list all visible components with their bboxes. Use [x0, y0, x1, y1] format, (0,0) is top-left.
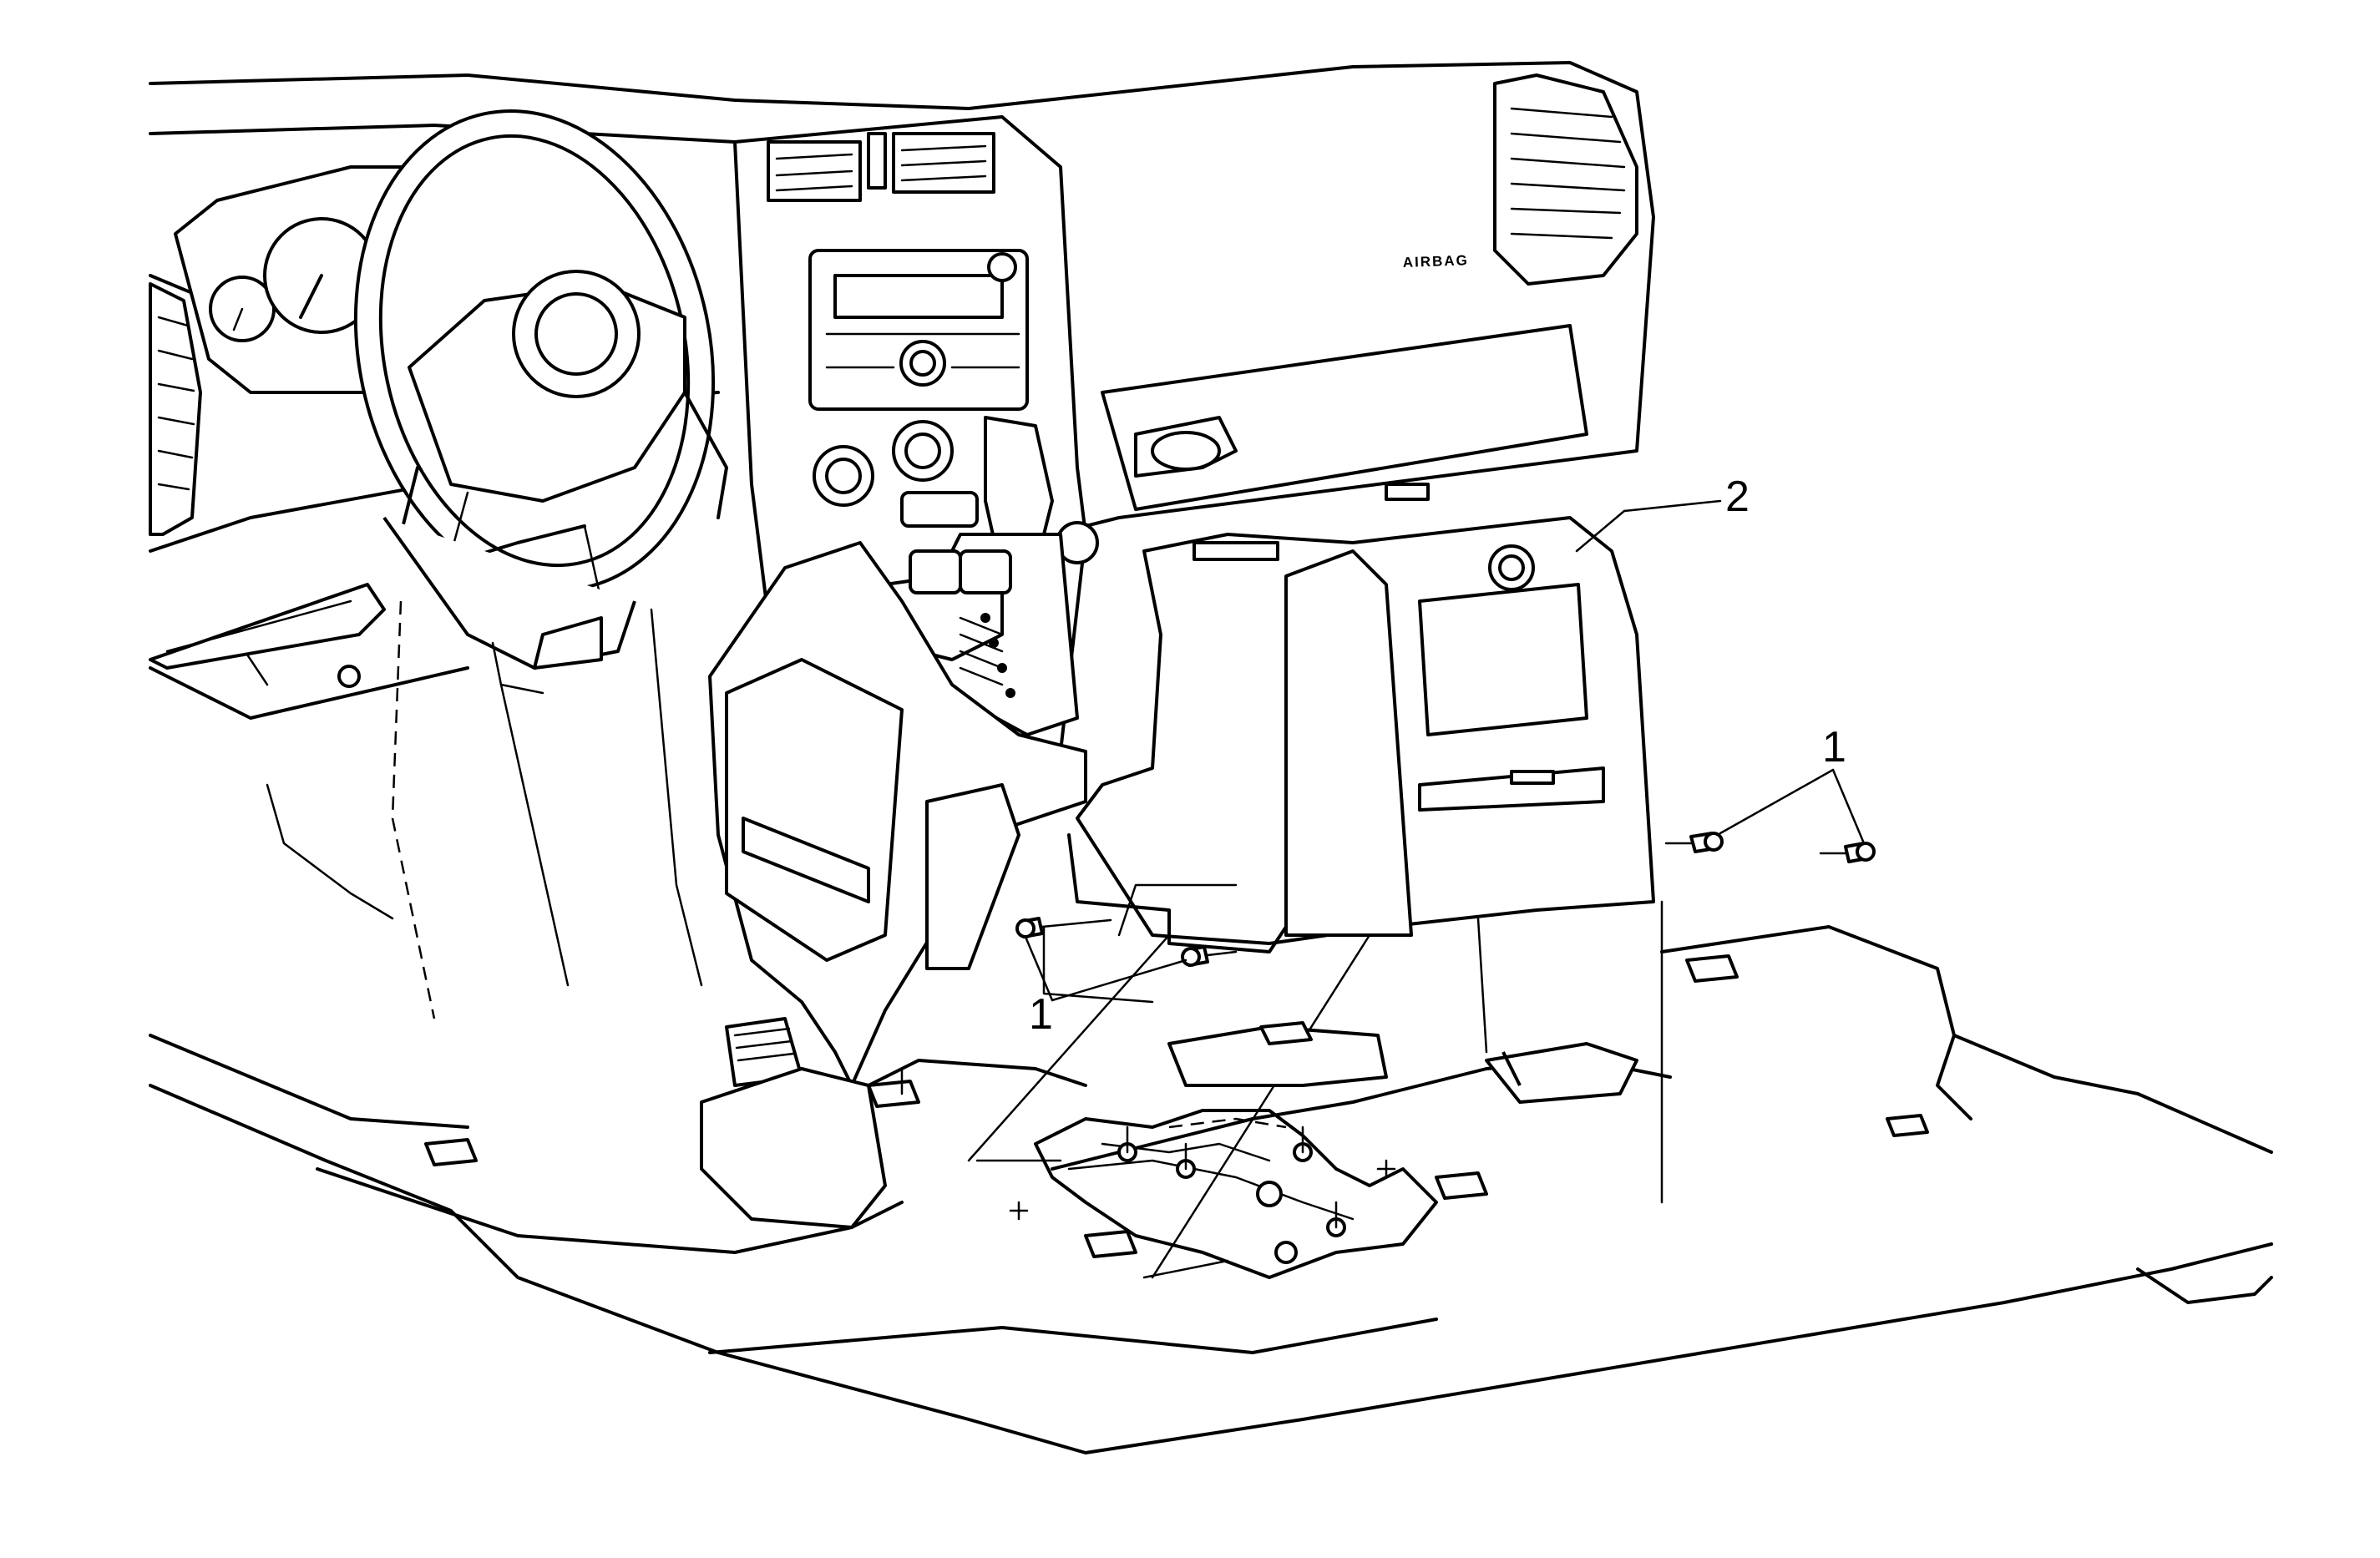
callout-1-rear: 1: [1822, 723, 1846, 771]
fastener-front-left-2: [1181, 945, 1238, 967]
rear-floor-console: [1067, 516, 1655, 954]
floor-carpet: [149, 925, 2273, 1454]
airbag-label: AIRBAG: [1402, 252, 1469, 271]
fastener-rear-right-1: [1664, 832, 1724, 853]
passenger-dash: AIRBAG: [1101, 73, 1638, 511]
front-console-body: [708, 541, 1087, 1087]
fastener-front-left-1: [1015, 917, 1112, 938]
callout-1-front: 1: [1029, 990, 1053, 1039]
console-projection-lines: [967, 900, 1663, 1279]
fastener-rear-right-2: [1819, 842, 1876, 863]
left-air-vent: [149, 282, 202, 536]
steering-wheel: [353, 109, 728, 645]
callout-2-console: 2: [1725, 473, 1750, 521]
driver-knee-area: [149, 583, 803, 1087]
gear-shifter: [827, 416, 1079, 736]
leader-lines: [1024, 499, 1866, 1002]
